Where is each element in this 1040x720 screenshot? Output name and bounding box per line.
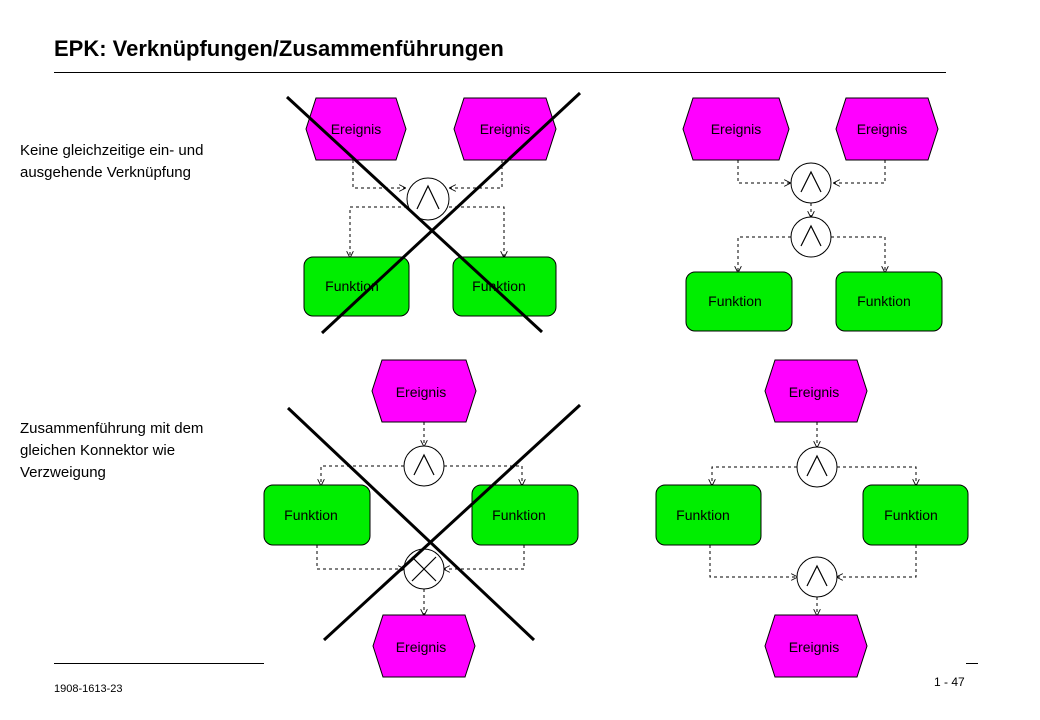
function-node: Funktion [303, 256, 410, 317]
svg-text:Funktion: Funktion [325, 278, 379, 294]
event-node: Ereignis [305, 97, 407, 161]
svg-text:Funktion: Funktion [492, 507, 546, 523]
caption-same-connector-join: Zusammenführung mit dem gleichen Konnekt… [20, 420, 204, 481]
and-connector-split [796, 446, 838, 488]
function-node: Funktion [835, 271, 943, 332]
svg-text:Ereignis: Ereignis [789, 384, 840, 400]
and-connector-join [790, 162, 832, 204]
caption-no-simultaneous-connector: Keine gleichzeitige ein- und ausgehende … [20, 142, 204, 181]
svg-text:Ereignis: Ereignis [396, 384, 447, 400]
svg-text:Funktion: Funktion [284, 507, 338, 523]
and-connector-split [790, 216, 832, 258]
event-node: Ereignis [682, 97, 790, 161]
svg-text:Funktion: Funktion [676, 507, 730, 523]
function-node: Funktion [655, 484, 762, 546]
xor-connector-join [403, 548, 445, 590]
footer-document-id: 1908-1613-23 [54, 683, 123, 695]
event-node: Ereignis [764, 359, 868, 423]
function-node: Funktion [471, 484, 579, 546]
event-node: Ereignis [835, 97, 939, 161]
and-connector-join [796, 556, 838, 598]
function-node: Funktion [862, 484, 969, 546]
diagram-split-and-join-xor: Ereignis Funktion Funktion Ereignis [263, 359, 582, 678]
and-connector-split [403, 445, 445, 487]
function-node: Funktion [263, 484, 371, 546]
footer-page-number: 1 - 47 [934, 675, 965, 689]
svg-text:Ereignis: Ereignis [480, 121, 531, 137]
diagram-incoming-outgoing-and: Ereignis Ereignis Funktion Funktion [285, 91, 582, 335]
cross-out-mark [286, 403, 582, 642]
svg-text:Ereignis: Ereignis [857, 121, 908, 137]
svg-text:Ereignis: Ereignis [396, 639, 447, 655]
event-node: Ereignis [764, 614, 868, 678]
footer-divider-left [54, 663, 264, 664]
diagram-separate-join-split-and: Ereignis Ereignis Funktion Funktion [682, 97, 943, 332]
svg-text:Funktion: Funktion [708, 293, 762, 309]
svg-text:Ereignis: Ereignis [331, 121, 382, 137]
cross-out-mark [285, 91, 582, 335]
svg-text:Ereignis: Ereignis [789, 639, 840, 655]
function-node: Funktion [685, 271, 793, 332]
page-title: EPK: Verknüpfungen/Zusammenführungen [54, 36, 504, 61]
svg-text:Funktion: Funktion [884, 507, 938, 523]
event-node: Ereignis [372, 614, 476, 678]
event-node: Ereignis [371, 359, 477, 423]
title-divider [54, 72, 946, 73]
event-node: Ereignis [453, 97, 557, 161]
and-connector [406, 177, 450, 221]
svg-text:Ereignis: Ereignis [711, 121, 762, 137]
svg-text:Funktion: Funktion [857, 293, 911, 309]
footer-divider-right [966, 663, 978, 664]
diagram-split-and-join-and: Ereignis Funktion Funktion Ereignis [655, 359, 969, 678]
